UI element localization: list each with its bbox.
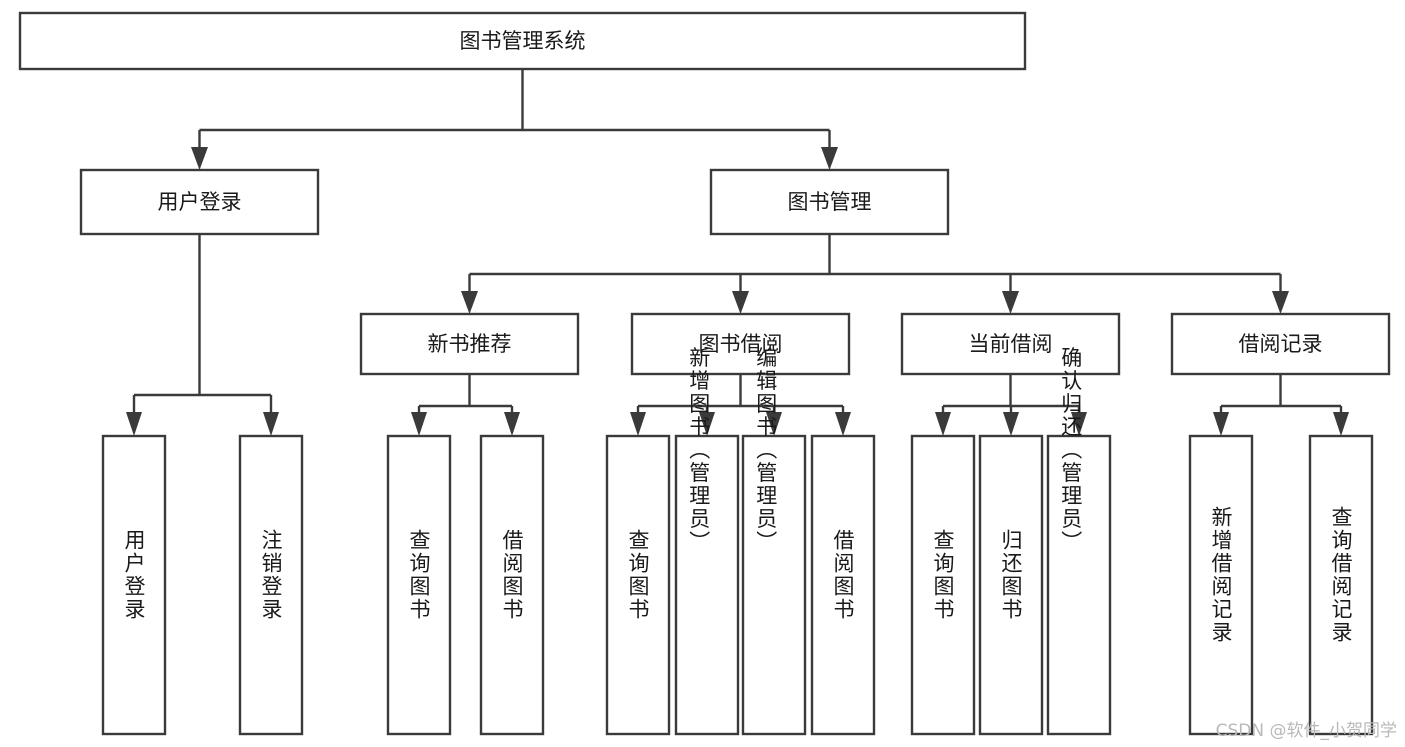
leaf-return-book-label: 归还图书: [999, 529, 1023, 621]
arrow-head-leaf-edit-book: [766, 412, 782, 436]
leaf-user-login[interactable]: 用户登录: [101, 434, 167, 736]
node-new-book-recommend[interactable]: 新书推荐: [359, 312, 580, 376]
leaf-query-borrow-record[interactable]: 查询借阅记录: [1308, 434, 1374, 736]
arrow-head-userlogin: [191, 147, 208, 170]
leaf-query-book-recommend-label: 查询图书: [407, 529, 431, 621]
node-user-login-box: [79, 168, 320, 236]
node-book-borrow-box: [630, 312, 851, 376]
leaf-query-borrow-record-label: 查询借阅记录: [1329, 506, 1353, 644]
node-borrow-record[interactable]: 借阅记录: [1170, 312, 1391, 376]
leaf-query-book-borrow-box: [605, 434, 671, 736]
node-current-borrow-label: 当前借阅: [969, 332, 1053, 356]
leaf-query-book-recommend[interactable]: 查询图书: [386, 434, 452, 736]
leaf-logout-label: 注销登录: [259, 529, 283, 621]
leaf-borrow-book-recommend-box: [479, 434, 545, 736]
arrow-head-currentborrow: [1002, 291, 1019, 314]
leaf-add-book-label: 新增图书（管理员）: [687, 347, 711, 554]
arrow-head-leaf-return-book: [1003, 412, 1019, 436]
arrow-head-leaf-user-login: [126, 412, 142, 436]
arrow-head-leaf-add-record: [1213, 412, 1229, 436]
node-root-system-box: [18, 11, 1027, 71]
node-new-book-recommend-label: 新书推荐: [428, 332, 512, 356]
arrow-head-borrowrecord: [1272, 291, 1289, 314]
leaf-query-book-recommend-box: [386, 434, 452, 736]
arrow-head-leaf-borrow-book-1: [504, 412, 520, 436]
leaf-borrow-book-recommend-label: 借阅图书: [500, 529, 524, 621]
arrow-head-bookmgmt: [821, 147, 838, 170]
arrow-head-leaf-query-book-1: [411, 412, 427, 436]
arrow-head-leaf-query-book-3: [935, 412, 951, 436]
node-book-management[interactable]: 图书管理: [709, 168, 950, 236]
leaf-user-login-box: [101, 434, 167, 736]
node-root-system-label: 图书管理系统: [460, 29, 586, 53]
leaf-query-book-borrow[interactable]: 查询图书: [605, 434, 671, 736]
node-book-borrow-label: 图书借阅: [699, 332, 783, 356]
leaf-borrow-book[interactable]: 借阅图书: [810, 434, 876, 736]
leaf-user-login-label: 用户登录: [122, 529, 146, 621]
leaf-edit-book[interactable]: 编辑图书（管理员）: [741, 347, 807, 736]
arrow-head-leaf-query-book-2: [630, 412, 646, 436]
leaf-add-book-box: [674, 434, 740, 736]
arrow-head-leaf-confirm-return: [1071, 412, 1087, 436]
arrow-head-leaf-query-record: [1333, 412, 1349, 436]
arrow-head-leaf-borrow-book-2: [835, 412, 851, 436]
leaf-edit-book-box: [741, 434, 807, 736]
leaf-confirm-return-label: 确认归还（管理员）: [1059, 347, 1083, 554]
leaf-confirm-return[interactable]: 确认归还（管理员）: [1046, 347, 1112, 736]
node-current-borrow[interactable]: 当前借阅: [900, 312, 1121, 376]
node-borrow-record-box: [1170, 312, 1391, 376]
leaf-return-book[interactable]: 归还图书: [978, 434, 1044, 736]
arrow-head-leaf-logout: [263, 412, 279, 436]
leaf-logout-box: [238, 434, 304, 736]
leaf-borrow-book-recommend[interactable]: 借阅图书: [479, 434, 545, 736]
node-user-login-label: 用户登录: [158, 190, 242, 214]
leaf-add-borrow-record-box: [1188, 434, 1254, 736]
leaf-borrow-book-label: 借阅图书: [831, 529, 855, 621]
leaf-query-borrow-record-box: [1308, 434, 1374, 736]
node-book-management-label: 图书管理: [788, 190, 872, 214]
arrow-head-leaf-add-book: [699, 412, 715, 436]
leaf-query-book-borrow-label: 查询图书: [626, 529, 650, 621]
node-new-book-recommend-box: [359, 312, 580, 376]
node-user-login[interactable]: 用户登录: [79, 168, 320, 236]
node-current-borrow-box: [900, 312, 1121, 376]
node-borrow-record-label: 借阅记录: [1239, 332, 1323, 356]
leaf-query-book-current-label: 查询图书: [931, 529, 955, 621]
node-book-management-box: [709, 168, 950, 236]
arrow-head-bookborrow: [732, 291, 749, 314]
leaf-query-book-current-box: [910, 434, 976, 736]
leaf-confirm-return-box: [1046, 434, 1112, 736]
leaf-return-book-box: [978, 434, 1044, 736]
leaf-add-book[interactable]: 新增图书（管理员）: [674, 347, 740, 736]
leaf-logout[interactable]: 注销登录: [238, 434, 304, 736]
connectors: [126, 69, 1349, 436]
node-root-system[interactable]: 图书管理系统: [18, 11, 1027, 71]
leaf-add-borrow-record-label: 新增借阅记录: [1209, 506, 1233, 644]
leaf-add-borrow-record[interactable]: 新增借阅记录: [1188, 434, 1254, 736]
arrow-head-newbook: [461, 291, 478, 314]
leaf-edit-book-label: 编辑图书（管理员）: [754, 347, 778, 554]
node-book-borrow[interactable]: 图书借阅: [630, 312, 851, 376]
leaf-borrow-book-box: [810, 434, 876, 736]
leaf-query-book-current[interactable]: 查询图书: [910, 434, 976, 736]
